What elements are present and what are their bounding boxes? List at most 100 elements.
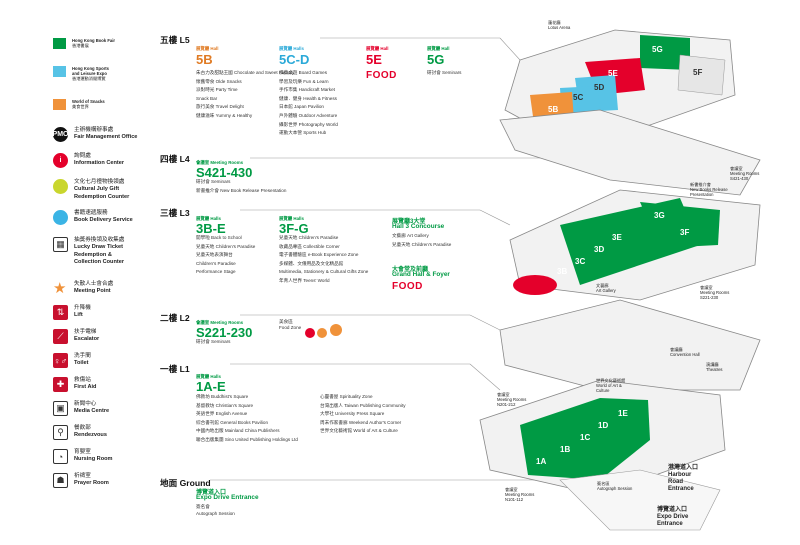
legend-sports: Hong Kong Sports and Leisure Expo 香港運動消閒… xyxy=(53,66,109,82)
legend-toilet: ♀♂ 洗手間 Toilet xyxy=(53,353,91,368)
harbour-entrance-label: 港灣道入口 Harbour Road Entrance xyxy=(668,465,699,492)
legend-escalator: ⟋ 扶手電梯 Escalator xyxy=(53,329,99,344)
legend-toilet-cn: 洗手間 xyxy=(74,353,91,359)
legend-book-fair-cn: 香港書展 xyxy=(72,43,89,49)
hall-5f-label: 5F xyxy=(693,68,702,77)
hall-5g-label: 5G xyxy=(652,45,663,54)
legend-delivery-cn: 書籍速遞服務 xyxy=(74,210,108,216)
hall-5g-shape xyxy=(640,35,690,70)
halls-1ae-list-2: 心靈書屋 Spirituality Zone 台灣出版人 Taiwan Publ… xyxy=(320,394,406,434)
hall-5f-shape xyxy=(677,54,726,96)
floor-l3-plan xyxy=(509,189,761,301)
legend-escalator-en: Escalator xyxy=(74,336,100,343)
new-books-label: 新書推介會 New Books Release Presentation xyxy=(690,182,728,198)
legend-redeem-cn: 文化七月禮物換領處 xyxy=(74,179,125,185)
food-logo-l5: FOOD xyxy=(366,70,397,81)
legend-snacks-en: World of Snacks xyxy=(72,99,105,104)
toilet-icon: ♀♂ xyxy=(53,353,68,368)
halls-3f-3g-shape xyxy=(640,202,720,248)
floor-l4-plan xyxy=(499,109,761,196)
hall-5e-caption: 展覽廳 Hall xyxy=(366,46,389,51)
hall-5cd-title: 5C-D xyxy=(279,52,310,67)
hall-5d-label: 5D xyxy=(594,83,604,92)
escalator-icon: ⟋ xyxy=(53,329,68,344)
halls-3be-list: 開學啦 Back to School 兒童天地 Children's Parad… xyxy=(196,235,256,275)
concourse-title: Hall 3 Concourse xyxy=(392,223,445,230)
legend-pmo-en: Fair Management Office xyxy=(74,134,138,141)
legend-redeem-en: Cultural July Gift Redemption Counter xyxy=(74,186,130,200)
floor-l1-title: 一樓 L1 xyxy=(160,364,190,374)
rooms-s221-list: 研討會 Seminars xyxy=(196,339,231,344)
hall-5e-title: 5E xyxy=(366,52,382,67)
floor-ground-title: 地面 Ground xyxy=(160,478,211,488)
rooms-s421-title: S421-430 xyxy=(196,165,253,180)
grand-hall-shape xyxy=(513,275,557,295)
hall-5g-caption: 展覽廳 Hall xyxy=(427,46,450,51)
legend-info-en: Information Center xyxy=(74,160,125,167)
hall-1d-label: 1D xyxy=(598,421,608,430)
hall-3b-label: 3B xyxy=(557,267,567,276)
legend-toilet-en: Toilet xyxy=(74,360,89,367)
halls-1ae-list-1: 佛教坊 Buddhist's Square 基督教坊 Christian's S… xyxy=(196,394,298,442)
ticket-icon: ▦ xyxy=(53,237,68,252)
halls-3be-title: 3B-E xyxy=(196,221,226,236)
legend-first-aid: ✚ 救傷站 First Aid xyxy=(53,377,96,392)
hall-5b-caption: 展覽廳 Hall xyxy=(196,46,219,51)
legend-prayer-en: Prayer Room xyxy=(74,480,109,487)
art-gallery-label: 文藝廊 Art Gallery xyxy=(596,283,616,294)
halls-3fg-title: 3F-G xyxy=(279,221,309,236)
prayer-icon: ☗ xyxy=(53,473,68,488)
hall-3g-label: 3G xyxy=(654,211,665,220)
sports-swatch xyxy=(53,66,66,77)
legend-rendezvous: ⚲ 餐飲部 Rendezvous xyxy=(53,425,107,440)
first-aid-icon: ✚ xyxy=(53,377,68,392)
legend-lift-en: Lift xyxy=(74,312,83,319)
expo-entrance-map-label: 博覽道入口 Expo Drive Entrance xyxy=(657,507,689,527)
legend-nursing-cn: 育嬰室 xyxy=(74,449,91,455)
legend-first-aid-en: First Aid xyxy=(74,384,97,391)
pmo-icon: PMO xyxy=(53,127,68,142)
legend-lift: ⇅ 升降機 Lift xyxy=(53,305,91,320)
legend-delivery-en: Book Delivery Service xyxy=(74,217,133,224)
concourse-caption: 展覽廳3大堂 xyxy=(392,219,426,225)
legend-pmo: PMO 主辦機構辦事處 Fair Management Office xyxy=(53,127,137,142)
info-icon: i xyxy=(53,153,68,168)
legend-meeting-cn: 失散人士會合處 xyxy=(74,281,114,287)
cutlery-icon: ⚲ xyxy=(53,425,68,440)
grand-hall-caption: 大會堂及前廳 xyxy=(392,267,429,273)
hall-3e-label: 3E xyxy=(612,233,622,242)
floor-l5-title: 五樓 L5 xyxy=(160,35,190,45)
book-fair-swatch xyxy=(53,38,66,49)
legend-nursing: ◔ 育嬰室 Nursing Room xyxy=(53,449,113,464)
expo-entrance-title: Expo Drive Entrance xyxy=(196,494,259,501)
hall-5b-label: 5B xyxy=(548,105,558,114)
legend-first-aid-cn: 救傷站 xyxy=(74,377,91,383)
food-zone-icon-3 xyxy=(330,324,342,336)
concourse-list: 文藝廊 Art Gallery 兒童天地 Children's Paradise xyxy=(392,233,452,247)
autograph-label: 簽名區 Autograph Session xyxy=(597,481,633,492)
legend-info-cn: 詢問處 xyxy=(74,153,91,159)
legend-meeting: ★ 失散人士會合處 Meeting Point xyxy=(53,281,113,296)
hall-number-labels: 5G 5F 5E 5D 5C 5B 3G 3F 3E 3D 3C 3B 1E 1… xyxy=(536,45,702,466)
lift-icon: ⇅ xyxy=(53,305,68,320)
food-logo-l3: FOOD xyxy=(392,281,423,292)
hall-3c-label: 3C xyxy=(575,257,585,266)
autograph-session-list: 簽名會 Autograph Session xyxy=(196,504,235,516)
hall-1b-label: 1B xyxy=(560,445,570,454)
rooms-s421-caption: 會議室 Meeting Rooms xyxy=(196,160,244,165)
legend-pmo-cn: 主辦機構辦事處 xyxy=(74,127,114,133)
food-zone-icon-1 xyxy=(305,328,315,338)
legend-redeem: 文化七月禮物換領處 Cultural July Gift Redemption … xyxy=(53,179,129,201)
rooms-n101-label: 會議室 Meeting Rooms N101-112 xyxy=(505,487,535,503)
media-icon: ▣ xyxy=(53,401,68,416)
hall-1c-label: 1C xyxy=(580,433,590,442)
legend-snacks: World of Snacks 美食世界 xyxy=(53,99,105,110)
legend-meeting-en: Meeting Point xyxy=(74,288,111,295)
floor-l2-title: 二樓 L2 xyxy=(160,313,190,323)
map-legend: Hong Kong Book Fair 香港書展 Hong Kong Sport… xyxy=(0,0,160,545)
legend-lucky-en: Lucky Draw Ticket Redemption & Collectio… xyxy=(74,244,125,266)
legend-sports-en: Hong Kong Sports and Leisure Expo xyxy=(72,66,109,77)
hall-5g-list: 研討會 Seminars xyxy=(427,70,462,75)
lotus-arena-label: 蓮花廳 Lotus Arena xyxy=(548,20,571,31)
convention-hall-label: 會議廳 Convention Hall xyxy=(670,347,700,358)
